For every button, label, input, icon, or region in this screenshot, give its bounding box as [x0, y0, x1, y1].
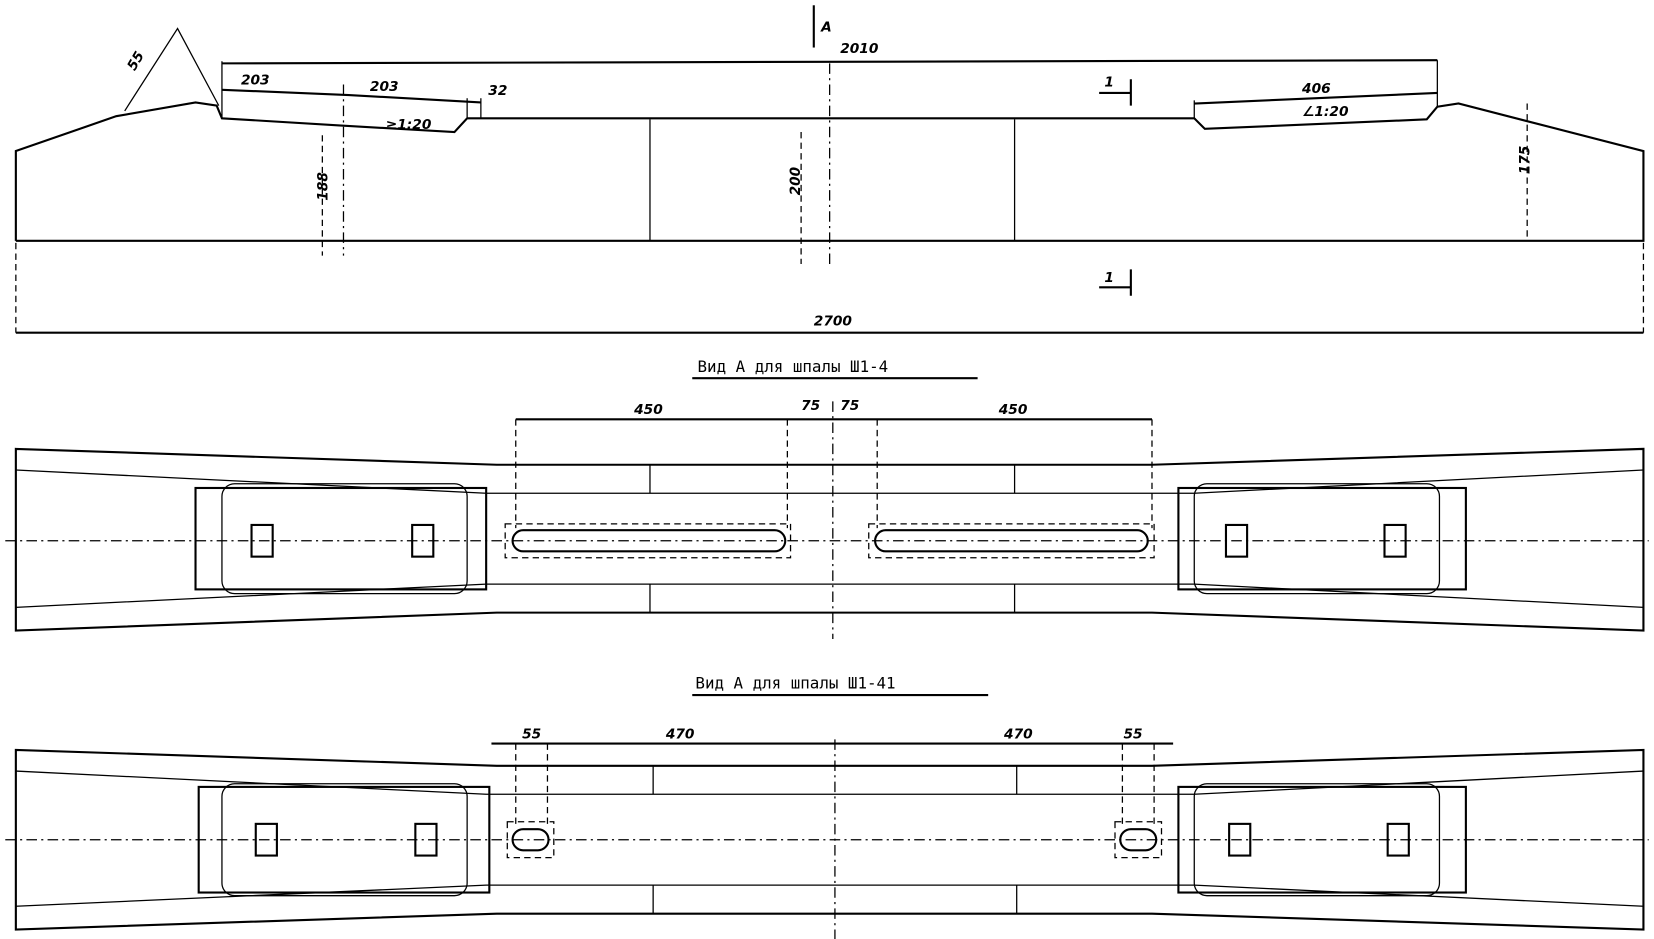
rail-seat-pad [1193, 783, 1441, 897]
rail-seat-left [194, 486, 488, 591]
edge-line [15, 770, 1644, 795]
dim-angle: 55 [124, 49, 147, 74]
dim-left-seat-1: 203 [241, 73, 270, 89]
dimension-line [1194, 91, 1438, 105]
section-mark-top: 1 [1099, 75, 1132, 106]
slot-outline [504, 523, 792, 559]
rail-seat-pad [1193, 483, 1441, 595]
edge-line [15, 469, 1644, 494]
dim-height-end: 188 [316, 172, 332, 201]
elevation-view: 2010 А 55 203 203 32 ≥1:20 188 200 175 4… [14, 5, 1645, 334]
edge-line [15, 583, 1644, 608]
bolt-hole [1383, 523, 1407, 558]
svg-text:1: 1 [1104, 270, 1114, 286]
dimension-line [221, 88, 481, 104]
dim-label: 450 [998, 402, 1028, 418]
bolt-hole [250, 523, 274, 558]
dim-label: 55 [522, 726, 541, 742]
hole-outline [1114, 821, 1163, 859]
dim-label: 470 [1003, 726, 1033, 742]
dim-left-seat-2: 203 [370, 79, 399, 95]
bolt-hole [411, 523, 435, 558]
angle-dimension [124, 27, 220, 112]
left-slope: ≥1:20 [386, 117, 432, 133]
oval-hole-right [1119, 828, 1158, 852]
dim-rail-seats: 2010 [840, 41, 879, 57]
oval-hole-left [511, 828, 550, 852]
dim-height-right: 175 [1517, 146, 1533, 175]
rail-seat-right [1177, 486, 1467, 591]
rail-seat-pad [221, 783, 468, 897]
rail-seat-right [1177, 785, 1467, 894]
bolt-hole [254, 822, 278, 857]
dim-total-length: 2700 [814, 313, 853, 329]
view-a-sh1-41: Вид А для шпалы Ш1-41 55 470 470 55 [5, 674, 1649, 939]
sleeper-outline [14, 748, 1645, 931]
section-view-label: А [820, 20, 832, 36]
dim-right-seat: 406 [1301, 81, 1331, 97]
bolt-hole [414, 822, 438, 857]
right-slope: ∠1:20 [1302, 104, 1349, 120]
dim-label: 450 [633, 402, 663, 418]
dimension-line [221, 59, 1438, 65]
dim-label: 75 [801, 398, 820, 414]
view-title: Вид А для шпалы Ш1-4 [698, 357, 889, 376]
view-title: Вид А для шпалы Ш1-41 [695, 674, 895, 693]
dim-label: 470 [665, 726, 695, 742]
sleeper-outline [14, 447, 1645, 632]
rail-seat-left [197, 785, 491, 894]
dim-label: 55 [1123, 726, 1142, 742]
section-mark-bottom: 1 [1099, 269, 1132, 296]
slot-outline [868, 523, 1155, 559]
svg-text:1: 1 [1104, 75, 1114, 91]
dim-height-middle: 200 [788, 166, 804, 195]
slot-right [874, 529, 1149, 553]
dim-left-step: 32 [488, 83, 507, 99]
dim-label: 75 [840, 398, 859, 414]
view-a-sh1-4: Вид А для шпалы Ш1-4 450 75 75 450 [5, 357, 1649, 640]
bolt-hole [1224, 523, 1249, 558]
slot-left [511, 529, 787, 553]
rail-seat-pad [221, 483, 468, 595]
bolt-hole [1228, 822, 1252, 857]
bolt-hole [1386, 822, 1410, 857]
hole-outline [506, 821, 555, 859]
